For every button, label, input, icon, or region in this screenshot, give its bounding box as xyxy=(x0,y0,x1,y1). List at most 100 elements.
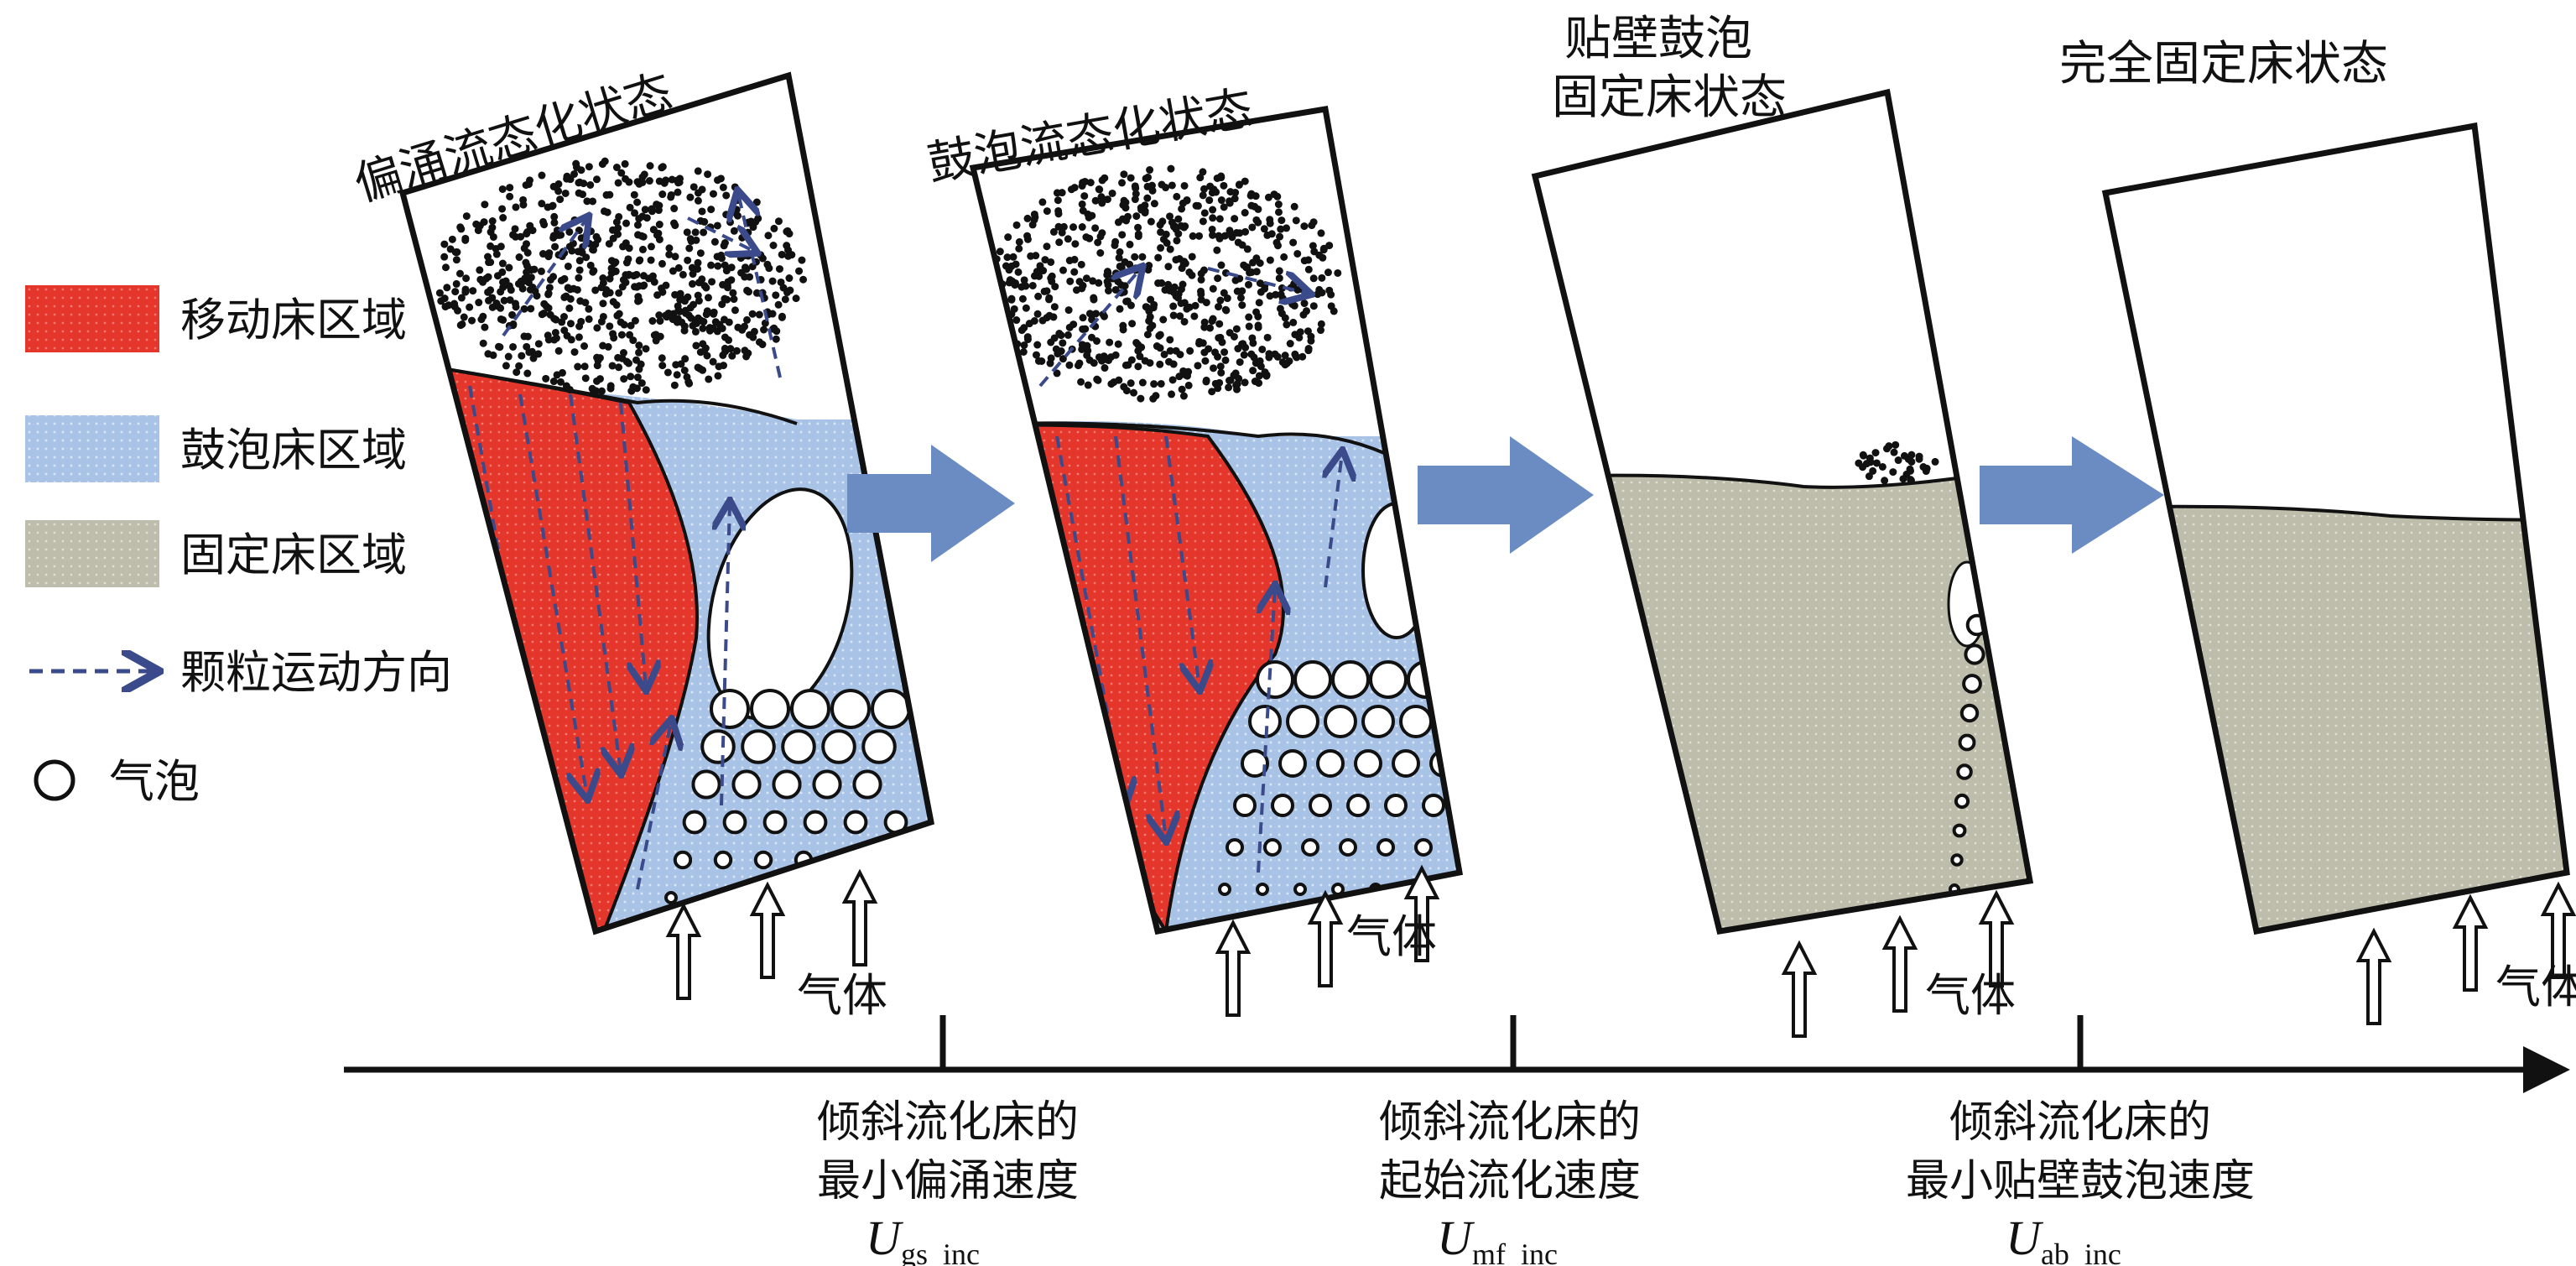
particle xyxy=(1180,181,1189,190)
particle xyxy=(1907,457,1916,466)
bubble xyxy=(1962,674,1982,694)
particle xyxy=(1083,351,1091,359)
particle xyxy=(726,218,735,227)
particle xyxy=(1293,249,1302,258)
svg-text:Uab_inc: Uab_inc xyxy=(2006,1211,2121,1266)
particle xyxy=(610,334,618,342)
particle xyxy=(1127,301,1135,310)
particle xyxy=(658,259,666,268)
particle xyxy=(627,373,635,381)
particle xyxy=(631,316,639,325)
particle xyxy=(742,265,751,274)
particle xyxy=(1092,310,1101,318)
particle xyxy=(1309,218,1318,227)
particle xyxy=(585,163,593,171)
particle xyxy=(1292,216,1300,225)
particle xyxy=(556,195,565,204)
particle xyxy=(662,281,670,289)
particle xyxy=(986,274,995,283)
particle xyxy=(570,169,579,178)
legend-swatch-bubbling-bed xyxy=(25,415,159,482)
particle xyxy=(1126,240,1134,248)
particle xyxy=(764,232,773,240)
particle xyxy=(468,316,476,325)
particle xyxy=(686,193,695,201)
particle xyxy=(1020,341,1028,349)
particle xyxy=(1176,312,1184,320)
particle xyxy=(647,242,655,251)
particle xyxy=(1146,166,1154,175)
particle xyxy=(615,289,623,297)
particle xyxy=(1036,262,1044,270)
particle xyxy=(1211,348,1220,357)
particle xyxy=(1209,206,1217,214)
particle xyxy=(1173,192,1181,201)
gas-flow-arrow-icon xyxy=(749,881,786,979)
particle xyxy=(768,310,777,318)
particle xyxy=(615,363,623,372)
particle xyxy=(1199,191,1207,200)
particle xyxy=(658,362,667,370)
particle xyxy=(1255,299,1263,307)
particle xyxy=(627,387,636,395)
symbol: U xyxy=(1437,1211,1475,1265)
particle xyxy=(1131,253,1139,261)
particle xyxy=(523,268,531,277)
particle xyxy=(1169,302,1178,310)
particle xyxy=(680,367,689,375)
particle xyxy=(1200,318,1209,326)
particle xyxy=(707,261,716,269)
particle xyxy=(1028,221,1037,229)
bubble xyxy=(1384,794,1408,817)
bubble xyxy=(745,891,758,904)
particle xyxy=(599,341,607,350)
particle xyxy=(1214,384,1222,393)
particle xyxy=(1263,231,1272,239)
bubble xyxy=(741,729,776,764)
particle xyxy=(625,244,633,253)
particle xyxy=(664,368,672,377)
particle xyxy=(1169,311,1178,320)
particle xyxy=(1241,378,1249,387)
particle xyxy=(752,289,761,297)
particle xyxy=(589,197,597,206)
particle xyxy=(639,282,648,290)
particle xyxy=(566,320,575,328)
bubble xyxy=(1392,749,1420,778)
particle xyxy=(1215,234,1224,242)
particle xyxy=(725,336,733,344)
particle xyxy=(570,216,579,224)
particle xyxy=(1325,286,1334,294)
bubble xyxy=(673,850,693,870)
particle xyxy=(1209,231,1217,239)
particle xyxy=(1186,346,1194,355)
particle xyxy=(635,348,643,357)
particle xyxy=(1094,238,1102,247)
particle xyxy=(1033,310,1042,318)
particle xyxy=(1124,212,1132,221)
bubble xyxy=(1354,749,1382,778)
particle xyxy=(620,375,628,383)
particle xyxy=(729,289,737,297)
bubble xyxy=(1293,883,1307,896)
particle xyxy=(1084,210,1092,218)
bubble xyxy=(1444,660,1460,699)
bubble xyxy=(1241,749,1269,778)
particle xyxy=(1232,325,1241,333)
particle-direction-arrow xyxy=(1114,435,1166,839)
particle xyxy=(1318,274,1326,282)
particle xyxy=(560,293,569,301)
particle xyxy=(1899,475,1907,483)
particle xyxy=(669,267,677,275)
particle xyxy=(1274,201,1283,209)
particle xyxy=(1101,364,1109,373)
particle xyxy=(1900,451,1908,460)
particle xyxy=(575,274,583,282)
particle xyxy=(1239,340,1247,348)
bubble xyxy=(1950,853,1964,867)
particle xyxy=(1132,184,1140,192)
particle xyxy=(594,357,602,365)
particle xyxy=(743,315,752,324)
particle xyxy=(504,352,513,361)
particle xyxy=(681,355,690,363)
